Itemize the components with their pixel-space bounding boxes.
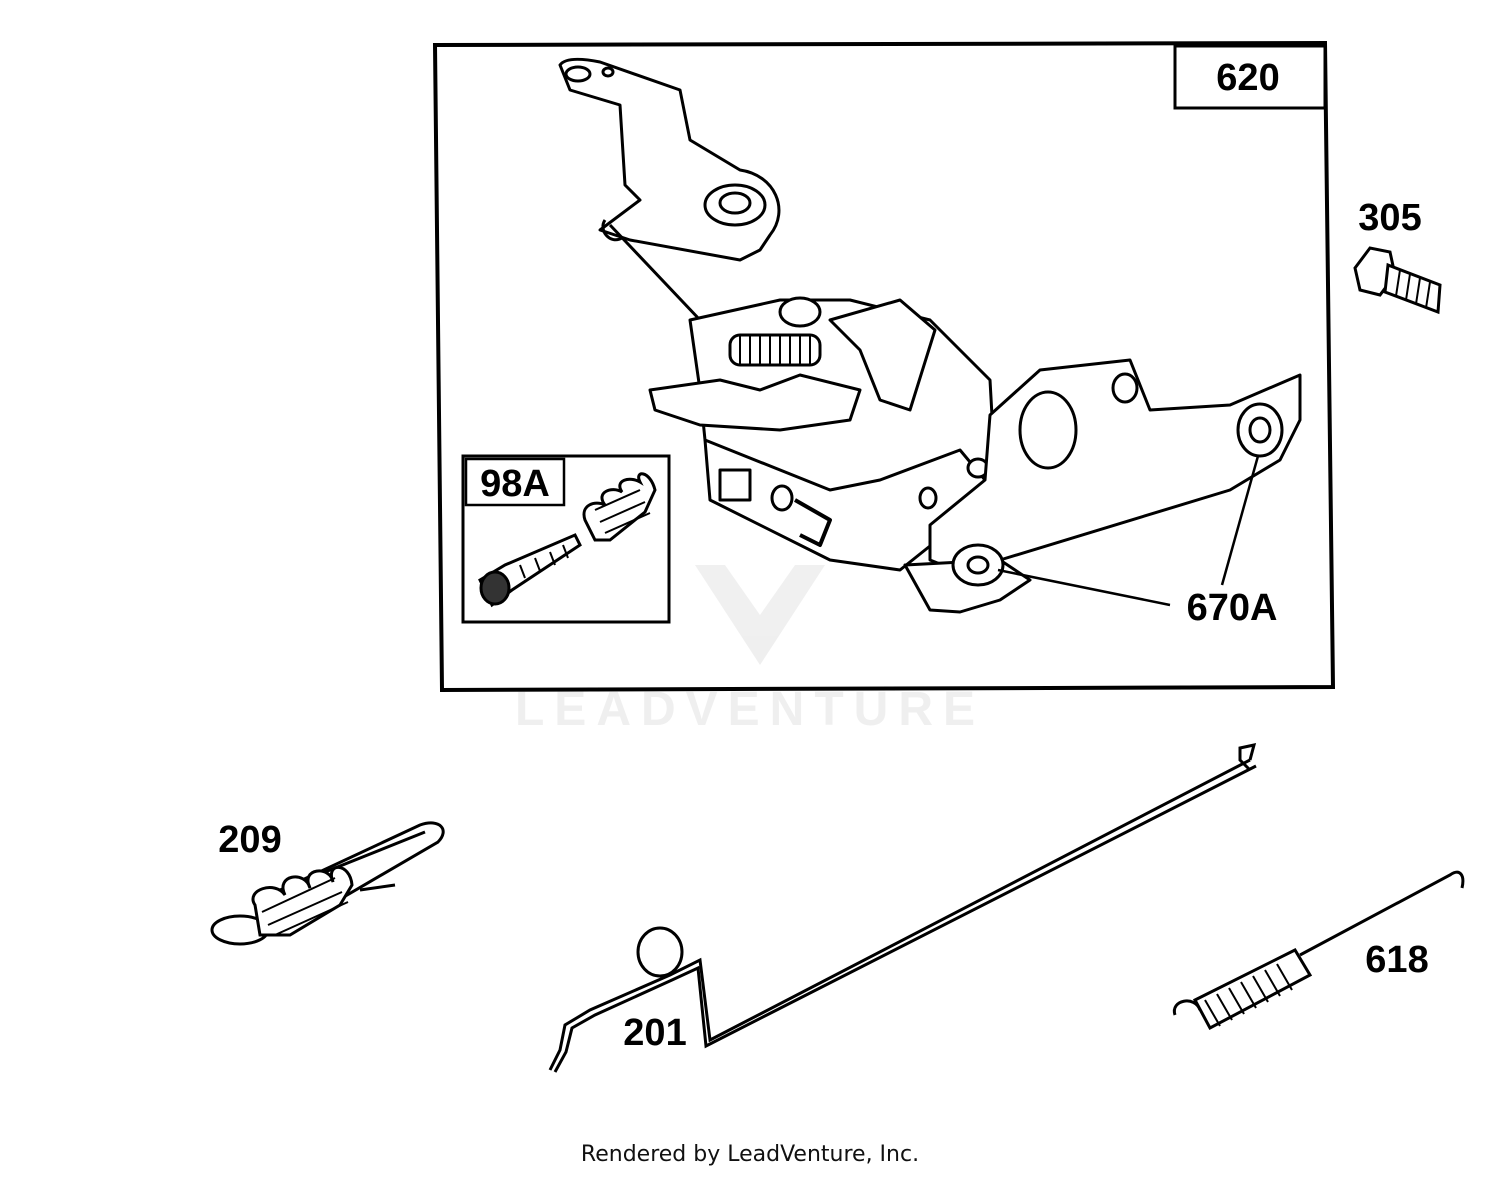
part-label-670a[interactable]: 670A: [1187, 587, 1278, 629]
svg-text:LEADVENTURE: LEADVENTURE: [515, 683, 985, 736]
part-label-201[interactable]: 201: [623, 1012, 686, 1054]
assembly-620-frame: [432, 40, 1336, 693]
footer-credit: Rendered by LeadVenture, Inc.: [580, 1142, 920, 1167]
bolt-drawing: [1353, 246, 1442, 315]
link-rod-drawing: [548, 743, 1257, 1073]
spring-link-drawing: [210, 821, 445, 946]
part-label-98a[interactable]: 98A: [480, 463, 550, 505]
extension-spring-drawing: [1172, 870, 1465, 1031]
part-label-305[interactable]: 305: [1358, 197, 1421, 239]
watermark: LEADVENTURE: [515, 565, 985, 736]
part-label-620[interactable]: 620: [1216, 57, 1279, 99]
screw-and-spring-drawing: [478, 472, 657, 608]
leader-lines-670a: [997, 455, 1260, 607]
control-bracket-drawing: [558, 57, 1302, 614]
part-label-618[interactable]: 618: [1365, 939, 1428, 981]
part-label-209[interactable]: 209: [218, 819, 281, 861]
